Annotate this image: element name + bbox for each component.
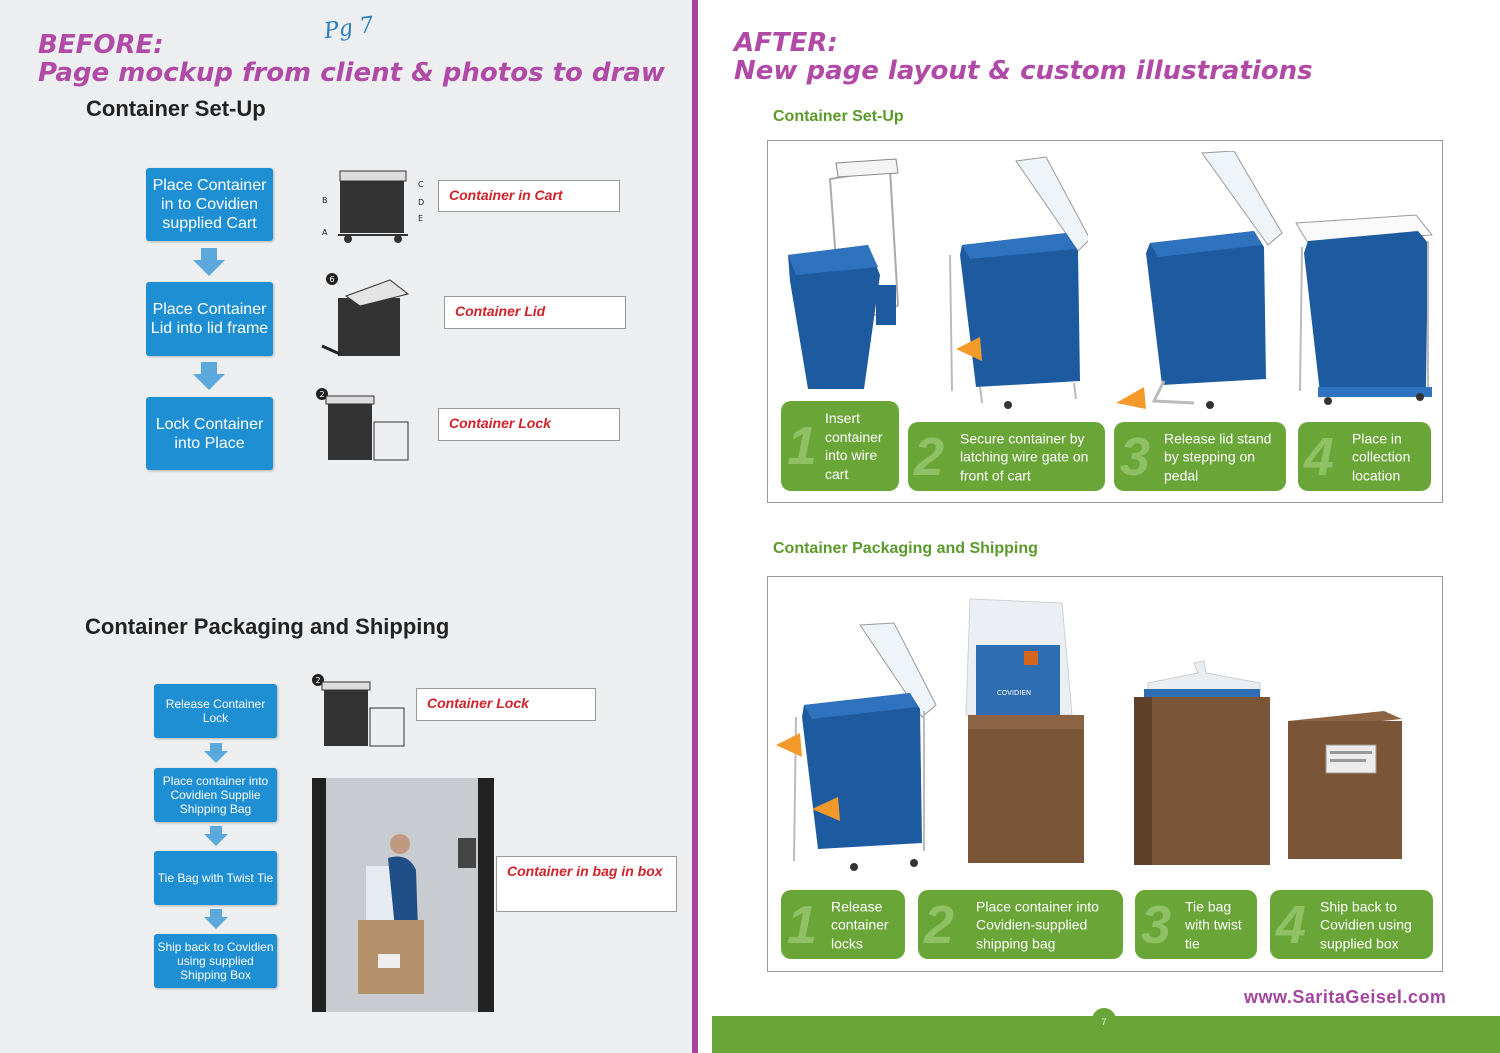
lock-sketch-icon: 2 [316, 388, 409, 461]
before-setup-title: Container Set-Up [86, 96, 266, 121]
page-divider [692, 0, 698, 1053]
step-number: 4 [1304, 426, 1335, 487]
container-and-cart-illustration [788, 158, 900, 389]
step-number: 1 [787, 416, 818, 476]
bag-tied-box-illustration [1134, 660, 1270, 865]
flow-arrow-down-icon [193, 248, 225, 276]
callout-letter: D [418, 198, 424, 207]
packaging-step-2: 2 Place container into Covidien-supplied… [918, 890, 1123, 959]
after-heading: AFTER: [734, 28, 838, 58]
setup-step-1: 1 Insert container into wire cart [781, 401, 899, 491]
marker-number: 6 [329, 275, 334, 284]
after-packaging-title: Container Packaging and Shipping [773, 540, 1038, 557]
packaging-step-4: 4 Ship back to Covidien using supplied b… [1270, 890, 1433, 959]
lid-stand-released-illustration [1116, 151, 1283, 409]
before-subheading: Page mockup from client & photos to draw [38, 58, 665, 88]
step-number: 4 [1276, 894, 1307, 955]
step-text: Place container into Covidien-supplied s… [976, 897, 1099, 951]
handwritten-note: Pg 7 [322, 12, 376, 45]
packaging-step-1: 1 Release container locks [781, 890, 905, 959]
lid-sketch-icon: 6 [321, 273, 410, 356]
label-container-lid: Container Lid [444, 296, 626, 329]
callout-letter: E [418, 214, 423, 223]
step-number: 1 [787, 894, 818, 955]
label-container-in-bag-in-box: Container in bag in box [496, 856, 677, 912]
step-text: Place in collection location [1352, 429, 1411, 483]
step-text: Insert container into wire cart [825, 410, 883, 482]
before-packaging-title: Container Packaging and Shipping [85, 614, 450, 639]
before-page: BEFORE: Page mockup from client & photos… [0, 0, 692, 1053]
step-number: 2 [914, 426, 945, 487]
label-container-in-cart: Container in Cart [438, 180, 620, 212]
label-container-lock: Container Lock [416, 688, 596, 721]
packaging-panel: COVIDIEN 1 Release container locks 2 Pla… [767, 576, 1443, 972]
setup-step-3: 3 Release lid stand by stepping on pedal [1114, 422, 1286, 491]
container-placed-illustration [1295, 214, 1433, 405]
step-text: Tie bag with twist tie [1185, 897, 1242, 951]
lock-sketch-icon: 2 [312, 674, 405, 747]
page-number: 7 [1092, 1008, 1116, 1032]
step-text: Release lid stand by stepping on pedal [1164, 429, 1272, 483]
worker-photo [312, 778, 494, 1012]
step-number: 2 [924, 894, 955, 955]
flow-step-3: Tie Bag with Twist Tie [154, 851, 277, 905]
flow-step-2: Place Container Lid into lid frame [146, 282, 273, 356]
container-latched-illustration [949, 156, 1088, 409]
bagged-container-box-illustration: COVIDIEN [965, 598, 1084, 863]
flow-step-1: Place Container in to Covidien supplied … [146, 168, 273, 241]
step-text: Secure container by latching wire gate o… [960, 429, 1089, 483]
flow-step-4: Ship back to Covidien using supplied Shi… [154, 934, 277, 988]
callout-letter: B [322, 196, 328, 205]
callout-letter: C [418, 180, 424, 189]
brand-label: COVIDIEN [997, 689, 1031, 697]
step-text: Ship back to Covidien using supplied box [1320, 897, 1412, 951]
step-text: Release container locks [831, 897, 889, 951]
shipping-box-illustration [1288, 711, 1402, 859]
marker-number: 2 [319, 390, 324, 399]
callout-letter: A [322, 228, 328, 237]
setup-step-4: 4 Place in collection location [1298, 422, 1431, 491]
before-heading: BEFORE: [38, 30, 164, 60]
flow-arrow-down-icon [204, 743, 228, 763]
container-unlocked-illustration [776, 622, 937, 871]
label-container-lock: Container Lock [438, 408, 620, 441]
after-subheading: New page layout & custom illustrations [734, 56, 1313, 86]
website-link[interactable]: www.SaritaGeisel.com [1244, 987, 1447, 1007]
step-number: 3 [1141, 894, 1172, 955]
setup-step-2: 2 Secure container by latching wire gate… [908, 422, 1105, 491]
marker-number: 2 [315, 676, 320, 685]
flow-step-3: Lock Container into Place [146, 397, 273, 470]
flow-step-1: Release Container Lock [154, 684, 277, 738]
cart-sketch-icon: C B D E A [322, 170, 424, 243]
flow-arrow-down-icon [193, 362, 225, 390]
flow-step-2: Place container into Covidien Supplie Sh… [154, 768, 277, 822]
step-number: 3 [1120, 426, 1151, 487]
flow-arrow-down-icon [204, 826, 228, 846]
setup-panel: 1 Insert container into wire cart 2 Secu… [767, 140, 1443, 503]
packaging-step-3: 3 Tie bag with twist tie [1135, 890, 1257, 959]
flow-arrow-down-icon [204, 909, 228, 929]
after-setup-title: Container Set-Up [773, 108, 904, 125]
